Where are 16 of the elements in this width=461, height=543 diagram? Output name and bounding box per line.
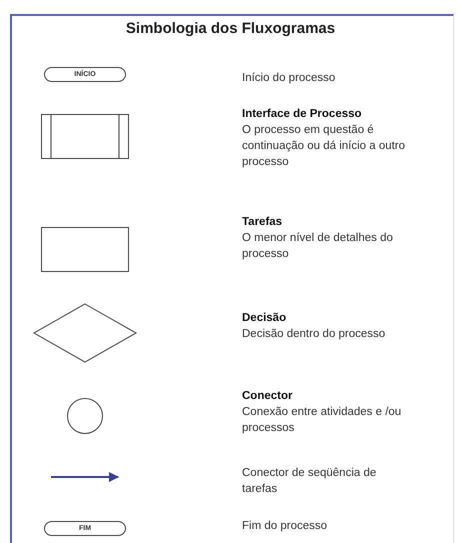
symbol-description: Início do processo <box>242 71 336 86</box>
diagram-title: Simbologia dos Fluxogramas <box>126 20 336 37</box>
symbol-description: O processo em questão é continuação ou dá início a outro processo <box>242 123 406 170</box>
process-box <box>41 227 129 272</box>
symbol-description: Conexão entre atividades e /ou processos <box>242 405 402 436</box>
process-box-with-side-bars <box>41 114 129 160</box>
symbol-heading: Interface de Processo <box>242 107 363 122</box>
symbol-heading: Tarefas <box>242 215 284 230</box>
symbol-heading: Decisão <box>242 311 288 326</box>
symbol-description: O menor nível de detalhes do processo <box>242 231 394 262</box>
symbol-description: Decisão dentro do processo <box>242 327 386 342</box>
symbol-description: Conector de seqüência de tarefas <box>242 466 378 497</box>
symbol-description: Fim do processo <box>242 519 328 534</box>
connector-circle <box>67 398 103 434</box>
decision-diamond <box>32 303 138 363</box>
symbol-heading: Conector <box>242 389 294 404</box>
